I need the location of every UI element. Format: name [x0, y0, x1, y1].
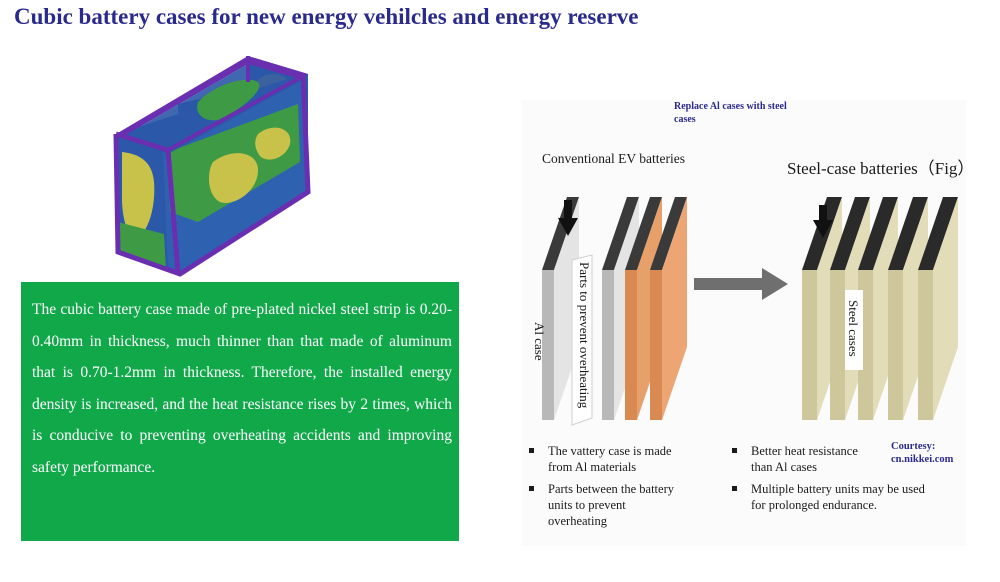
- list-item: Parts between the battery units to preve…: [524, 481, 674, 529]
- copper-plate-1: [625, 197, 662, 270]
- figure-note: Replace Al cases with steel cases: [674, 101, 787, 125]
- list-item: Multiple battery units may be used for p…: [727, 481, 937, 513]
- description-text: The cubic battery case made of pre-plate…: [32, 301, 452, 476]
- comparison-figure: Replace Al cases with steel cases Conven…: [522, 100, 974, 546]
- label-steel-cases: Steel cases: [846, 300, 861, 357]
- label-parts-overheating: Parts to prevent overheating: [577, 262, 592, 409]
- copper-plate-2: [650, 197, 687, 270]
- insulator-plate: [571, 254, 593, 426]
- page-title: Cubic battery cases for new energy vehil…: [14, 4, 639, 29]
- list-item: Better heat resistance than Al cases: [727, 443, 881, 475]
- battery-comparison-diagram: Parts to prevent overheating Al case Ste…: [532, 197, 958, 426]
- down-arrow-icon: [558, 200, 578, 236]
- steel-heading: Steel-case batteries（Fig）: [787, 159, 975, 178]
- battery-case-render: [113, 56, 311, 277]
- right-bullets: Better heat resistance than Al cases Mul…: [727, 443, 937, 519]
- description-panel: The cubic battery case made of pre-plate…: [21, 282, 459, 541]
- al-plate-1-face: [542, 270, 554, 420]
- courtesy-credit: Courtesy: cn.nikkei.com: [891, 441, 954, 465]
- steel-down-arrow-icon: [813, 205, 833, 238]
- steel-plates: [802, 197, 958, 420]
- right-arrow-icon: [694, 268, 788, 300]
- left-bullets: The vattery case is made from Al materia…: [524, 443, 674, 535]
- label-al-case: Al case: [532, 322, 547, 361]
- list-item: The vattery case is made from Al materia…: [524, 443, 674, 475]
- conventional-heading: Conventional EV batteries: [542, 151, 685, 166]
